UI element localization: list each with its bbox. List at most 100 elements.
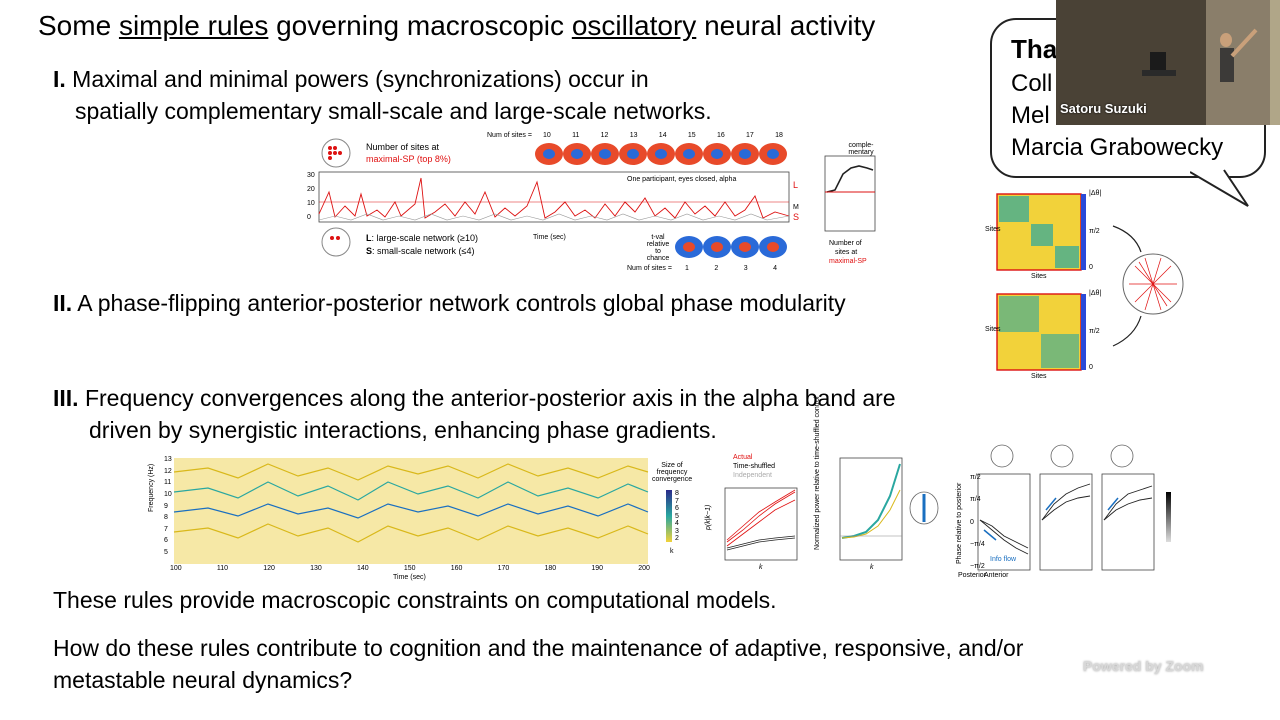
- head-map-dots: [328, 146, 342, 160]
- matrix-cbar-mid: π/2: [1089, 228, 1100, 235]
- complementary-title: comple-mentary: [848, 142, 874, 156]
- norm-power-frame: [839, 457, 903, 561]
- num-site-label: 17: [746, 132, 754, 139]
- phase-ticks: π/2 π/4 0 −π/4 −π/2: [970, 474, 985, 570]
- trace-frame: [318, 171, 790, 223]
- topo-maps-top: [535, 143, 787, 165]
- rule-1-line-1: Maximal and minimal powers (synchronizat…: [65, 66, 649, 92]
- ytick: 13: [164, 456, 172, 463]
- rule-3-label: III.: [53, 385, 79, 411]
- info-flow-label: Info flow: [990, 556, 1017, 563]
- ytick: 6: [164, 537, 168, 545]
- title-text: Some: [38, 10, 119, 41]
- title-text: governing macroscopic: [268, 10, 572, 41]
- participant-video[interactable]: [1056, 0, 1280, 125]
- fig1-caption: One participant, eyes closed, alpha: [627, 176, 737, 183]
- xtick: 100: [170, 565, 182, 572]
- bubble-line-2: Mel: [1011, 102, 1050, 129]
- side-L: L: [793, 180, 799, 190]
- rule-2-text: A phase-flipping anterior-posterior netw…: [72, 290, 846, 316]
- norm-power-xlabel: k: [870, 564, 874, 571]
- xtick: 120: [263, 565, 275, 572]
- matrix-xlabel: Sites: [1031, 273, 1047, 280]
- xtick: 140: [356, 565, 369, 572]
- cond-prob-frame: [724, 487, 798, 561]
- info-flow-arrow: [1107, 497, 1119, 511]
- conditional-probability-plot: Actual Time-shuffled Independent p(k|k−1…: [703, 450, 803, 576]
- posterior-label: Posterior: [958, 572, 987, 579]
- frequency-map: [174, 458, 648, 564]
- ytick: 12: [164, 467, 172, 475]
- figure-1: Number of sites at maximal-SP (top 8%) N…: [305, 132, 883, 278]
- legend-actual: Actual: [733, 454, 753, 461]
- ytick: 9: [164, 502, 168, 510]
- phase-tick: 0: [970, 518, 974, 526]
- frequency-traces: [173, 463, 649, 543]
- frequency-yticks: 13 12 11 10 9 8 7 6 5: [164, 456, 172, 556]
- xtick: 160: [450, 565, 463, 572]
- shuffled-lines: [726, 535, 796, 551]
- title-underlined-simple-rules: simple rules: [118, 10, 269, 41]
- zoom-watermark: Powered by Zoom: [1083, 658, 1204, 674]
- norm-power-curve: [841, 463, 901, 539]
- num-site-label: 16: [716, 132, 725, 139]
- colorbar-tick: 6: [675, 505, 679, 512]
- head-icon: [990, 444, 1014, 468]
- fig1-num-sites-bottom: 1 2 3 4: [685, 265, 777, 272]
- large-label: L: [366, 233, 372, 243]
- participant-name: Satoru Suzuki: [1060, 101, 1147, 116]
- colorbar-tick: 7: [675, 497, 679, 505]
- matrix-top-colorbar: [1081, 194, 1086, 270]
- tval-label: t-val relative to chance: [646, 234, 670, 262]
- num-site-label: 4: [773, 265, 777, 272]
- cond-prob-xlabel: k: [759, 564, 763, 571]
- num-site-label: 1: [685, 265, 689, 272]
- colorbar-k: k: [670, 548, 674, 555]
- phase-gradient-svg: [977, 444, 1171, 571]
- frequency-ylabel: Frequency (Hz): [148, 463, 155, 512]
- video-scene: [1056, 0, 1280, 125]
- grey-trace: [318, 213, 790, 221]
- head-icon: [1050, 444, 1074, 468]
- ytick: 10: [164, 490, 172, 498]
- matrix-bottom-colorbar: [1081, 294, 1086, 370]
- frequency-colorbar: [666, 490, 672, 542]
- info-flow-arrow: [983, 529, 997, 541]
- rule-2: II. A phase-flipping anterior-posterior …: [53, 287, 846, 319]
- network-lines: [1129, 257, 1177, 311]
- matrix-cbar-top: |Δθ|: [1089, 290, 1102, 297]
- frequency-xticks: 100 110 120 130 140 150 160 170 180 190 …: [170, 565, 650, 572]
- bubble-line-1: Coll: [1011, 70, 1053, 97]
- legend-independent: Independent: [733, 472, 772, 479]
- phase-matrices-figure: Sites Sites Sites Sites |Δθ| π/2 0 |Δθ| …: [985, 186, 1185, 382]
- frequency-convergence-figure: Frequency (Hz) Time (sec) 100 110 120 13…: [148, 452, 693, 584]
- arrow-curve: [1112, 225, 1142, 253]
- legend-shuffled: Time-shuffled: [733, 463, 776, 470]
- rule-3-line-2: driven by synergistic interactions, enha…: [89, 417, 717, 443]
- norm-power-svg: [839, 457, 939, 561]
- actual-lines: [726, 489, 796, 547]
- phase-tick: π/4: [970, 496, 981, 504]
- title-underlined-oscillatory: oscillatory: [571, 10, 697, 41]
- xtick: 180: [544, 565, 557, 572]
- colorbar-title: Size of frequency convergence: [652, 462, 693, 483]
- rule-2-label: II.: [53, 290, 73, 316]
- small-text: : small-scale network (≤4): [372, 246, 475, 256]
- ytick: 10: [307, 200, 315, 207]
- num-site-label: 14: [658, 132, 667, 139]
- info-flow-arrow: [1045, 497, 1057, 511]
- ytick: 7: [164, 525, 168, 533]
- phase-matrices-svg: [996, 193, 1184, 371]
- xtick: 190: [591, 565, 604, 572]
- bubble-tail: [1190, 169, 1249, 207]
- num-site-label: 12: [600, 132, 609, 139]
- title-text: neural activity: [696, 10, 876, 41]
- large-text: : large-scale network (≥10): [371, 233, 478, 243]
- fig1-legend-line-2: maximal-SP (top 8%): [366, 154, 451, 164]
- cond-prob-ylabel: p(k|k−1): [705, 504, 712, 530]
- rule-1-label: I.: [53, 66, 66, 92]
- rule-3-line-1: Frequency convergences along the anterio…: [78, 385, 896, 411]
- figure-1-svg: [318, 138, 876, 258]
- norm-power-ylabel: Normalized power relative to time-shuffl…: [814, 396, 821, 550]
- frequency-xlabel: Time (sec): [393, 574, 426, 581]
